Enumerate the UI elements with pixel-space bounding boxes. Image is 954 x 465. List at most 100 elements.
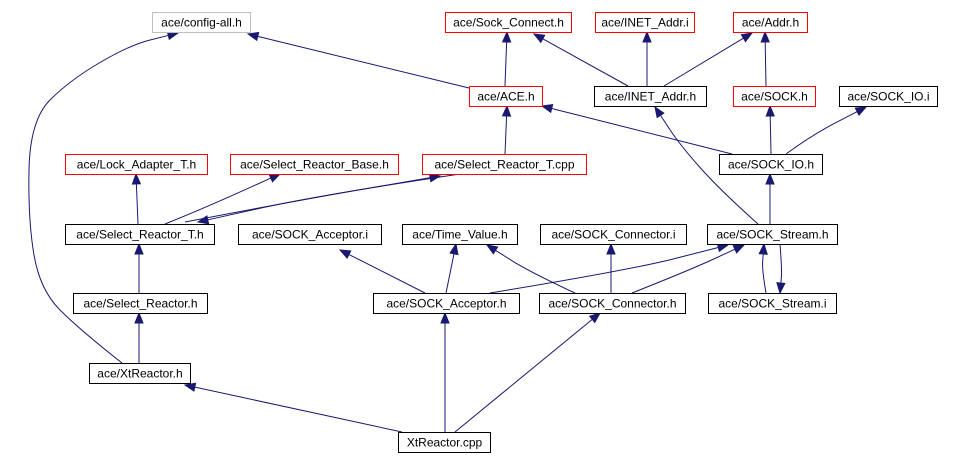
arrowhead-icon (338, 249, 352, 259)
node-label: ace/SOCK.h (741, 90, 808, 104)
node-sock-acceptor-h[interactable]: ace/SOCK_Acceptor.h (373, 293, 520, 314)
node-box (89, 363, 191, 384)
node-sock-io-i[interactable]: ace/SOCK_IO.i (839, 86, 938, 107)
node-label: ace/SOCK_Stream.i (718, 297, 826, 311)
edge-sock-io-h-to-sock-io-i (785, 106, 868, 155)
edge-line (663, 37, 745, 87)
edge-xtreactor-cpp-to-sock-connector-h (454, 312, 602, 433)
node-box (539, 293, 686, 314)
node-box (839, 86, 938, 107)
edge-sock-connector-h-to-sock-stream-h (631, 244, 746, 294)
node-box (230, 154, 399, 175)
node-sock-acceptor-i[interactable]: ace/SOCK_Acceptor.i (238, 224, 382, 245)
node-label: ace/SOCK_Connector.i (551, 228, 675, 242)
node-label: ace/SOCK_Acceptor.h (386, 297, 506, 311)
node-config-all-h[interactable]: ace/config-all.h (152, 12, 251, 33)
edge-ace-h-to-sock-connect-h (501, 30, 512, 87)
arrowhead-icon (134, 242, 144, 255)
arrowhead-icon (485, 244, 499, 255)
node-sock-stream-i[interactable]: ace/SOCK_Stream.i (708, 293, 837, 314)
node-sock-connector-h[interactable]: ace/SOCK_Connector.h (539, 293, 686, 314)
arrowhead-icon (501, 30, 512, 43)
edge-sock-acceptor-h-to-sock-acceptor-i (338, 249, 426, 294)
edge-sock-acceptor-h-to-time-value-h (445, 242, 459, 294)
node-label: ace/Select_Reactor.h (83, 297, 197, 311)
node-inet-addr-h[interactable]: ace/INET_Addr.h (594, 86, 707, 107)
edge-sock-stream-h-to-inet-addr-h (654, 105, 759, 225)
node-box (422, 154, 587, 175)
node-box (73, 293, 208, 314)
arrowhead-icon (196, 215, 210, 225)
node-label: ace/Addr.h (742, 16, 799, 30)
edge-xtreactor-cpp-to-sock-acceptor-h (440, 311, 450, 432)
node-select-reactor-base-h[interactable]: ace/Select_Reactor_Base.h (230, 154, 399, 175)
node-select-reactor-t-h[interactable]: ace/Select_Reactor_T.h (65, 224, 215, 245)
edge-select-reactor-t-h-to-lock-adapter-t-h (131, 172, 142, 225)
arrowhead-icon (654, 105, 665, 119)
node-xtreactor-cpp[interactable]: XtReactor.cpp (398, 432, 491, 453)
arrowhead-icon (440, 311, 450, 324)
node-box (594, 86, 707, 107)
node-select-reactor-h[interactable]: ace/Select_Reactor.h (73, 293, 208, 314)
node-box (65, 154, 208, 175)
node-ace-h[interactable]: ace/ACE.h (469, 86, 543, 107)
node-sock-connector-i[interactable]: ace/SOCK_Connector.i (540, 224, 687, 245)
edge-line (135, 182, 139, 225)
node-box (445, 12, 572, 33)
edge-sock-io-h-to-ace-h (540, 103, 733, 155)
arrowhead-icon (501, 104, 512, 117)
node-xtreactor-h[interactable]: ace/XtReactor.h (89, 363, 191, 384)
edge-sock-h-to-addr-h (760, 30, 770, 87)
node-label: ace/SOCK_Connector.h (548, 297, 676, 311)
edge-line (504, 40, 508, 87)
edge-line (779, 243, 783, 285)
node-label: ace/Select_Reactor_T.cpp (434, 158, 574, 172)
edge-line (164, 177, 272, 225)
edge-line (631, 248, 737, 294)
arrowhead-icon (758, 242, 768, 255)
node-label: ace/Lock_Adapter_T.h (77, 158, 196, 172)
edge-line (494, 249, 576, 294)
node-sock-h[interactable]: ace/SOCK.h (733, 86, 816, 107)
node-label: ace/Time_Value.h (412, 228, 507, 242)
edge-line (206, 173, 461, 221)
node-box (402, 224, 518, 245)
arrowhead-icon (606, 242, 616, 255)
node-inet-addr-i[interactable]: ace/INET_Addr.i (595, 12, 695, 33)
edge-sock-io-h-to-sock-h (765, 104, 775, 155)
edge-xtreactor-h-to-config-all-h (28, 30, 180, 364)
edge-line (445, 252, 455, 294)
node-label: ace/ACE.h (477, 90, 534, 104)
edge-line (28, 34, 170, 364)
node-lock-adapter-t-h[interactable]: ace/Lock_Adapter_T.h (65, 154, 208, 175)
edge-select-reactor-h-to-select-reactor-t-h (134, 242, 144, 293)
edge-xtreactor-cpp-to-xtreactor-h (183, 382, 403, 433)
node-label: ace/SOCK_Stream.h (716, 228, 828, 242)
edge-line (541, 37, 629, 87)
edge-sock-connector-h-to-time-value-h (485, 244, 576, 294)
node-label: ace/Sock_Connect.h (453, 16, 564, 30)
edge-line (504, 114, 508, 155)
edge-line (347, 253, 426, 294)
edge-line (764, 40, 767, 87)
edge-line (659, 114, 759, 225)
edge-line (769, 114, 772, 155)
node-sock-stream-h[interactable]: ace/SOCK_Stream.h (707, 224, 838, 245)
node-sock-io-h[interactable]: ace/SOCK_IO.h (719, 154, 823, 175)
node-box (398, 432, 491, 453)
edge-inet-addr-h-to-addr-h (663, 32, 754, 87)
edge-xtreactor-h-to-select-reactor-h (134, 311, 144, 363)
node-sock-connect-h[interactable]: ace/Sock_Connect.h (445, 12, 572, 33)
arrowhead-icon (449, 242, 459, 256)
node-box (733, 12, 808, 33)
node-time-value-h[interactable]: ace/Time_Value.h (402, 224, 518, 245)
arrowhead-icon (588, 312, 602, 324)
node-select-reactor-t-cpp[interactable]: ace/Select_Reactor_T.cpp (422, 154, 587, 175)
arrowhead-icon (131, 172, 142, 185)
node-addr-h[interactable]: ace/Addr.h (733, 12, 808, 33)
nodes-layer: ace/config-all.h ace/Sock_Connect.h ace/IN… (65, 12, 938, 453)
node-box (719, 154, 823, 175)
edge-line (454, 318, 594, 433)
arrowhead-icon (740, 32, 754, 43)
